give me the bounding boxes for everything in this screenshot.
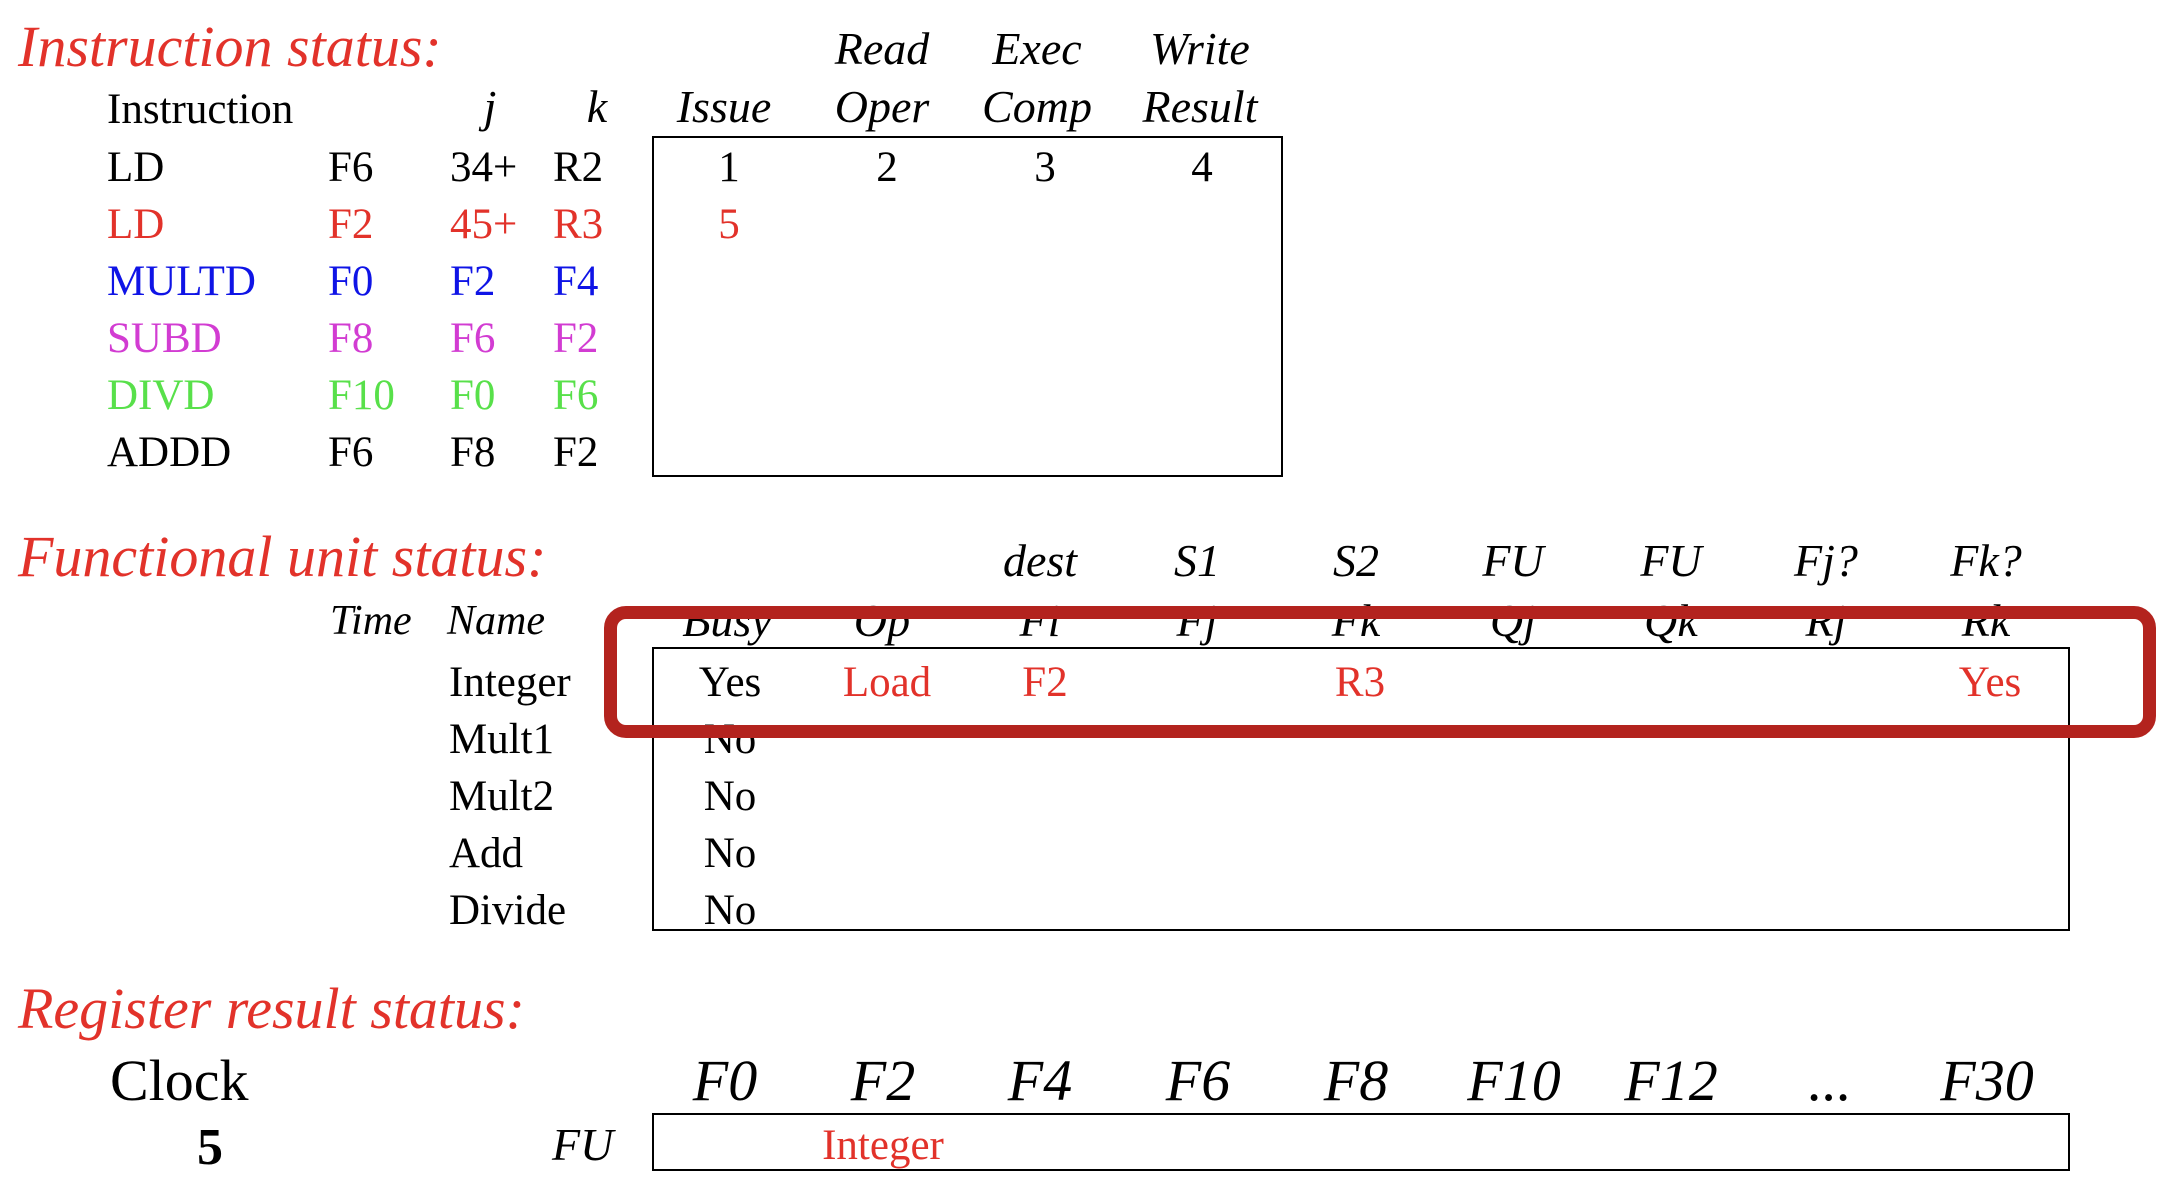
op-header: Op bbox=[853, 595, 911, 646]
instruction-dest-reg: F10 bbox=[328, 372, 395, 419]
instruction-j-operand: F8 bbox=[450, 429, 496, 476]
instruction-status-title: Instruction status: bbox=[18, 14, 442, 79]
read-header-top: Read bbox=[834, 23, 930, 74]
rj-header: Rj bbox=[1805, 595, 1847, 646]
register-header-6: F12 bbox=[1624, 1048, 1718, 1113]
instruction-dest-reg: F0 bbox=[328, 258, 374, 305]
instruction-k-operand: F2 bbox=[553, 429, 599, 476]
fu-busy-cell: No bbox=[703, 773, 757, 820]
instruction-op: LD bbox=[107, 201, 165, 248]
instruction-dest-reg: F6 bbox=[328, 429, 374, 476]
register-result-status-title: Register result status: bbox=[18, 976, 525, 1041]
read-oper-header: Oper bbox=[834, 81, 930, 132]
instruction-dest-reg: F2 bbox=[328, 201, 374, 248]
fj-header-top: Fj? bbox=[1794, 535, 1858, 586]
instruction-header: Instruction bbox=[107, 86, 294, 133]
instruction-k-operand: F4 bbox=[553, 258, 599, 305]
fu-name-cell: Integer bbox=[449, 659, 571, 706]
s1-header-top: S1 bbox=[1174, 535, 1220, 586]
instruction-j-operand: 45+ bbox=[450, 201, 518, 248]
name-header: Name bbox=[447, 598, 545, 644]
fu-qk-header-top: FU bbox=[1640, 535, 1702, 586]
instruction-dest-reg: F6 bbox=[328, 144, 374, 191]
fu-busy-cell: No bbox=[703, 887, 757, 934]
register-header-7: ... bbox=[1808, 1048, 1852, 1113]
fk-header-top: Fk? bbox=[1950, 535, 2022, 586]
instruction-op: ADDD bbox=[107, 429, 232, 476]
instruction-issue-cell: 1 bbox=[718, 144, 740, 191]
fi-header: Fi bbox=[1019, 595, 1061, 646]
clock-value: 5 bbox=[197, 1119, 223, 1176]
write-result-header: Result bbox=[1142, 81, 1258, 132]
instruction-op: SUBD bbox=[107, 315, 222, 362]
clock-label: Clock bbox=[110, 1048, 249, 1113]
s2-header-top: S2 bbox=[1333, 535, 1379, 586]
fu-label: FU bbox=[552, 1119, 614, 1170]
qj-header: Qj bbox=[1490, 595, 1536, 646]
k-header: k bbox=[586, 81, 608, 132]
fu-busy-cell: No bbox=[703, 830, 757, 877]
instruction-k-operand: F2 bbox=[553, 315, 599, 362]
instruction-read-cell: 2 bbox=[876, 144, 898, 191]
instruction-j-operand: F0 bbox=[450, 372, 496, 419]
j-header: j bbox=[483, 81, 497, 132]
fu-name-cell: Mult1 bbox=[449, 716, 555, 763]
fu-name-cell: Mult2 bbox=[449, 773, 555, 820]
register-header-4: F8 bbox=[1323, 1048, 1389, 1113]
fk-header: Fk bbox=[1331, 595, 1381, 646]
instruction-k-operand: F6 bbox=[553, 372, 599, 419]
exec-header-top: Exec bbox=[992, 23, 1082, 74]
rk-header: Rk bbox=[1961, 595, 2011, 646]
register-header-3: F6 bbox=[1165, 1048, 1231, 1113]
issue-header: Issue bbox=[676, 81, 772, 132]
register-header-2: F4 bbox=[1007, 1048, 1073, 1113]
integer-row-highlight bbox=[604, 606, 2156, 738]
fu-rk-cell: Yes bbox=[1958, 659, 2022, 706]
instruction-op: DIVD bbox=[107, 372, 215, 419]
instruction-k-operand: R2 bbox=[553, 144, 604, 191]
instruction-status-box bbox=[652, 136, 1283, 477]
fj-header: Fj bbox=[1176, 595, 1218, 646]
fu-qj-header-top: FU bbox=[1482, 535, 1544, 586]
register-result-box bbox=[652, 1113, 2070, 1171]
fu-name-cell: Add bbox=[449, 830, 524, 877]
exec-comp-header: Comp bbox=[982, 81, 1092, 132]
register-header-0: F0 bbox=[692, 1048, 758, 1113]
instruction-j-operand: F2 bbox=[450, 258, 496, 305]
busy-header: Busy bbox=[682, 595, 772, 646]
dest-header-top: dest bbox=[1002, 535, 1078, 586]
instruction-op: MULTD bbox=[107, 258, 256, 305]
instruction-dest-reg: F8 bbox=[328, 315, 374, 362]
functional-unit-status-title: Functional unit status: bbox=[18, 524, 547, 589]
fu-name-cell: Divide bbox=[449, 887, 567, 934]
instruction-k-operand: R3 bbox=[553, 201, 604, 248]
instruction-j-operand: F6 bbox=[450, 315, 496, 362]
fu-op-cell: Load bbox=[842, 659, 932, 706]
instruction-write-cell: 4 bbox=[1191, 144, 1213, 191]
fu-fk-cell: R3 bbox=[1334, 659, 1386, 706]
instruction-issue-cell: 5 bbox=[718, 201, 740, 248]
qk-header: Qk bbox=[1644, 595, 1698, 646]
fu-busy-cell: Yes bbox=[698, 659, 762, 706]
fu-fi-cell: F2 bbox=[1022, 659, 1068, 706]
functional-unit-box bbox=[652, 647, 2070, 931]
register-header-1: F2 bbox=[850, 1048, 916, 1113]
instruction-op: LD bbox=[107, 144, 165, 191]
time-header: Time bbox=[330, 598, 412, 644]
register-value-1: Integer bbox=[822, 1122, 944, 1169]
register-header-8: F30 bbox=[1940, 1048, 2034, 1113]
write-header-top: Write bbox=[1150, 23, 1250, 74]
register-header-5: F10 bbox=[1467, 1048, 1561, 1113]
instruction-exec-cell: 3 bbox=[1034, 144, 1056, 191]
instruction-j-operand: 34+ bbox=[450, 144, 518, 191]
